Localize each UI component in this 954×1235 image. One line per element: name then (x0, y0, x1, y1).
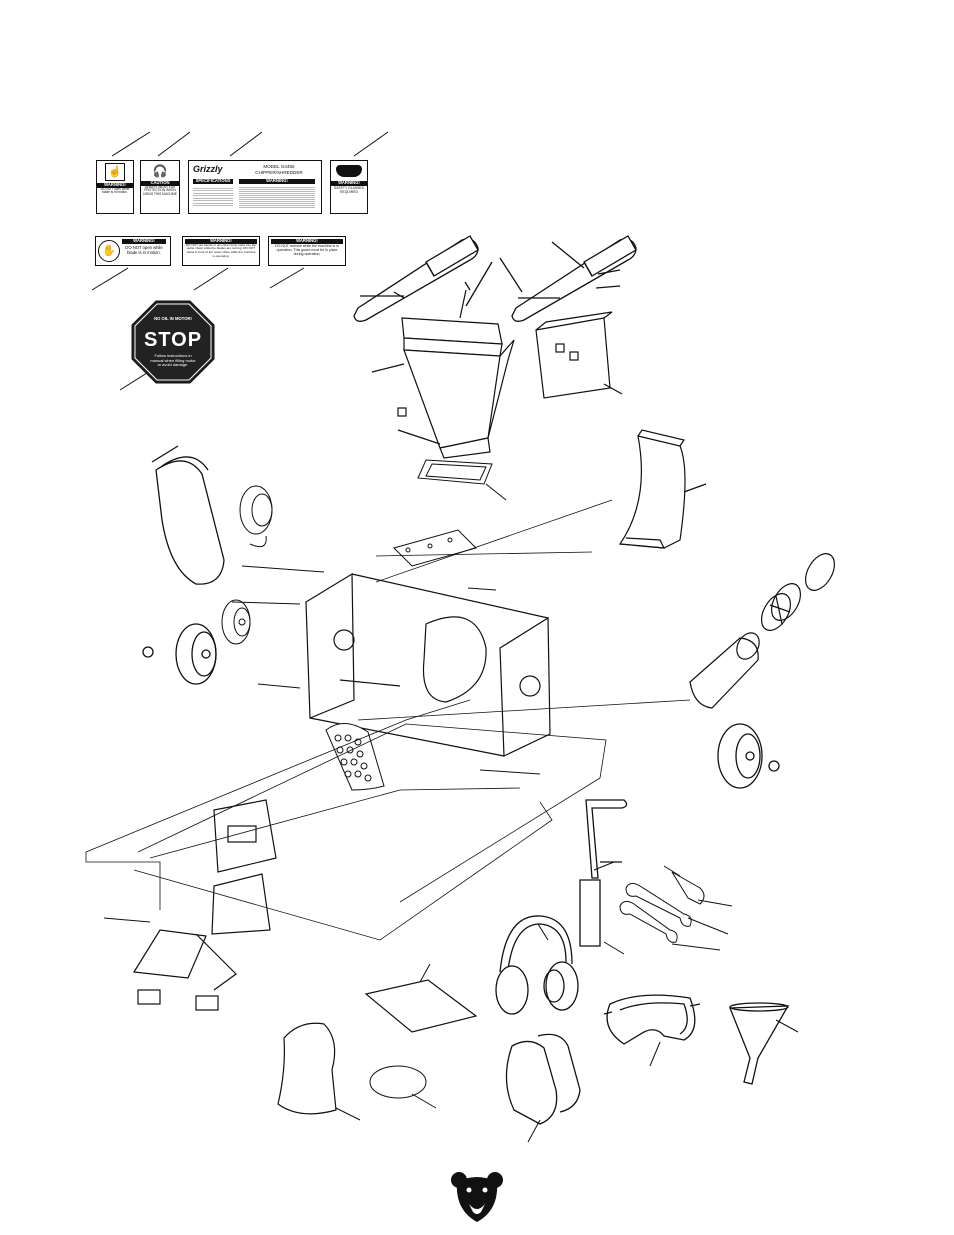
shafts (103, 565, 541, 923)
stop-bottom-text: Follow instructions in manual when filli… (150, 353, 196, 368)
outlet-chute (618, 429, 707, 549)
feed-tube (689, 553, 836, 709)
decal-guard-warning-header: WARNING! (271, 238, 343, 244)
wrench-2 (619, 900, 678, 943)
decal-ear-caution-text: ALWAYS WEAR EAR PROTECTION WHEN USING TH… (143, 184, 177, 196)
brand-logo: Grizzly (193, 164, 223, 174)
decal-outlet-warning: WARNING! DO NOT put hands or any other b… (182, 236, 260, 266)
decal-glasses-text: SAFETY GLASSES REQUIRED (334, 185, 364, 194)
decal-plate-lines (239, 186, 315, 208)
main-frame (305, 572, 551, 757)
decal-hand-warning-text: DO NOT open while blade is in motion. (100, 186, 130, 195)
drive-pulley (221, 599, 251, 645)
decal-hand-warning-header: WARNING! (97, 182, 133, 188)
decal-guard-warning: WARNING! DO NOT remove while the machine… (268, 236, 346, 266)
left-wheel (142, 623, 217, 685)
decal-model-title: CHIPPER/SHREDDER (255, 170, 303, 175)
decal-guard-warning-text: DO NOT remove while the machine is in op… (274, 243, 340, 257)
stop-octagon (131, 300, 215, 384)
ear-muffs-icon: 🎧 (152, 164, 168, 178)
decal-spec-lines (193, 186, 233, 208)
hand-icon: ☝ (105, 163, 125, 181)
decal-stop-sign: NO OIL IN MOTOR! STOP Follow instruction… (131, 300, 215, 384)
decal-outlet-warning-text: DO NOT put hands or any other body parts… (185, 242, 257, 258)
stand (132, 929, 237, 1011)
hopper (371, 289, 515, 459)
lower-outlet-guard (211, 799, 277, 935)
blade-hand-icon: ✋ (98, 240, 120, 262)
decal-glasses-header: WARNING! (331, 180, 367, 186)
decal-outlet-warning-header: WARNING! (185, 238, 257, 244)
decal-specifications: SPECIFICATIONS (193, 178, 233, 184)
decal-leader-lines (91, 131, 389, 391)
pulley-belt (239, 485, 273, 548)
decal-model-name: MODEL G4455 (263, 164, 295, 169)
belt-guard (151, 445, 225, 585)
decal-blade-warning-text: DO NOT open while blade is in motion. (125, 245, 163, 255)
assembly-guides (85, 499, 691, 941)
decal-safety-glasses: WARNING! SAFETY GLASSES REQUIRED (330, 160, 368, 214)
screwdriver (663, 865, 705, 905)
safety-glasses-icon (336, 165, 362, 177)
gloves (505, 1033, 581, 1125)
hex-wrench (579, 799, 628, 947)
tamper-block (277, 1022, 337, 1115)
right-wheel (717, 723, 780, 789)
decal-model-plate: Grizzly MODEL G4455 CHIPPER/SHREDDER SPE… (188, 160, 322, 214)
decal-hand-warning: ☝ WARNING! DO NOT open while blade is in… (96, 160, 134, 214)
wrench-1 (625, 882, 692, 927)
stop-main-text: STOP (143, 329, 203, 351)
filter-disk (369, 1065, 427, 1099)
handle-left (353, 235, 493, 322)
stop-top-text: NO OIL IN MOTOR! (154, 316, 192, 321)
handle-right (499, 235, 637, 322)
screen (325, 723, 385, 791)
decal-ear-caution: 🎧 CAUTION ALWAYS WEAR EAR PROTECTION WHE… (140, 160, 180, 214)
discharge-guard (535, 311, 623, 399)
decal-blade-warning-header: WARNING! (122, 238, 166, 244)
ear-muffs (495, 915, 579, 1015)
decal-blade-warning: ✋ WARNING! DO NOT open while blade is in… (95, 236, 171, 266)
decal-plate-warning: WARNING! (239, 178, 315, 184)
decal-ear-caution-header: CAUTION (141, 180, 179, 186)
mounting-plate (393, 529, 477, 567)
funnel (729, 1002, 790, 1085)
accessory-leaders (335, 861, 799, 1143)
hopper-gasket (417, 459, 507, 501)
cloth (364, 979, 478, 1033)
goggles (603, 994, 701, 1045)
